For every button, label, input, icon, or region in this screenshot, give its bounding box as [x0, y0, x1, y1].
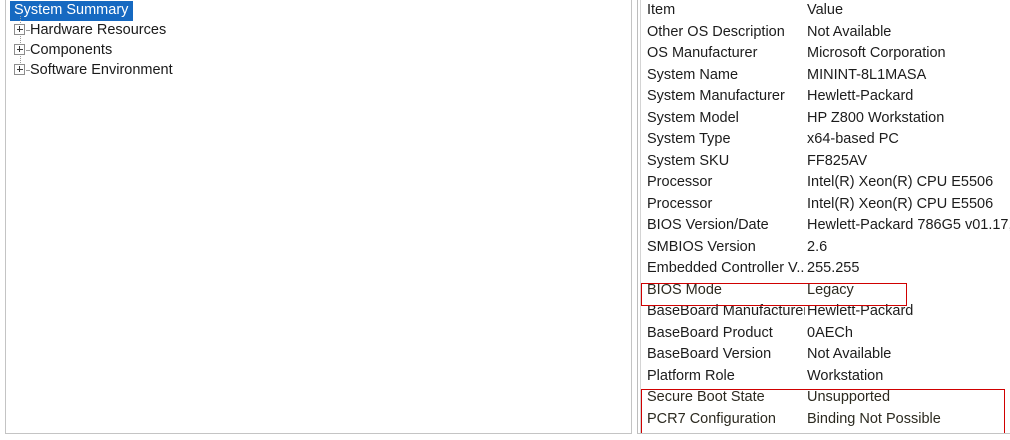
expander-wrap-software-environment: [14, 60, 30, 80]
details-row[interactable]: System Manufacturer Hewlett-Packard: [638, 86, 1010, 108]
details-row[interactable]: BaseBoard Product 0AECh: [638, 323, 1010, 345]
cell-value: Unsupported: [807, 389, 891, 405]
navigation-tree-pane[interactable]: System Summary Hardware Resources Compon…: [5, 0, 632, 434]
expander-wrap-components: [14, 40, 30, 60]
cell-value: Hewlett-Packard 786G5 v01.17, 8/: [807, 217, 1010, 233]
cell-item: System Model: [647, 109, 739, 126]
details-row[interactable]: PCR7 Configuration Binding Not Possible: [638, 409, 1010, 431]
cell-value: 2.6: [807, 238, 828, 255]
details-row[interactable]: Processor Intel(R) Xeon(R) CPU E5506: [638, 172, 1010, 194]
details-row[interactable]: Processor Intel(R) Xeon(R) CPU E5506: [638, 194, 1010, 216]
tree-item-components[interactable]: Components: [6, 40, 631, 60]
cell-value: Workstation: [807, 367, 884, 384]
cell-item: PCR7 Configuration: [647, 410, 776, 427]
details-row[interactable]: BaseBoard Version Not Available: [638, 344, 1010, 366]
cell-value: 255.255: [807, 260, 860, 276]
cell-value: Intel(R) Xeon(R) CPU E5506: [807, 174, 994, 190]
details-row[interactable]: System Name MININT-8L1MASA: [638, 65, 1010, 87]
cell-item: System Name: [647, 66, 739, 83]
cell-value: Hewlett-Packard: [807, 88, 914, 104]
tree-item-software-environment[interactable]: Software Environment: [6, 60, 631, 80]
cell-item: System Type: [647, 131, 731, 147]
plus-box-icon[interactable]: [14, 23, 25, 35]
details-row[interactable]: OS Manufacturer Microsoft Corporation: [638, 43, 1010, 65]
cell-item: BaseBoard Version: [647, 346, 772, 362]
cell-value: Intel(R) Xeon(R) CPU E5506: [807, 195, 994, 212]
details-row[interactable]: System Model HP Z800 Workstation: [638, 108, 1010, 130]
column-header-value: Value: [807, 2, 844, 18]
cell-value: HP Z800 Workstation: [807, 109, 945, 126]
cell-value: Hewlett-Packard: [807, 303, 914, 319]
tree-child-group: Hardware Resources Components Software E…: [6, 16, 631, 80]
cell-item: Other OS Description: [647, 23, 785, 40]
details-row[interactable]: BIOS Mode Legacy: [638, 280, 1010, 302]
plus-box-icon[interactable]: [14, 43, 25, 55]
cell-item: BIOS Version/Date: [647, 217, 769, 233]
tree-item-system-summary[interactable]: System Summary: [6, 0, 631, 21]
cell-item: Processor: [647, 195, 713, 212]
details-header-row[interactable]: Item Value: [638, 0, 1010, 22]
cell-value: MININT-8L1MASA: [807, 66, 927, 83]
plus-box-icon[interactable]: [14, 63, 25, 75]
cell-value: Microsoft Corporation: [807, 45, 946, 61]
cell-item: Processor: [647, 174, 713, 190]
cell-value: Not Available: [807, 346, 892, 362]
cell-value: Binding Not Possible: [807, 410, 941, 427]
tree-item-hardware-resources[interactable]: Hardware Resources: [6, 20, 631, 40]
cell-value: FF825AV: [807, 152, 868, 169]
cell-item: BaseBoard Manufacturer: [647, 303, 805, 319]
cell-item: Secure Boot State: [647, 389, 765, 405]
details-row[interactable]: Embedded Controller V...255.255: [638, 258, 1010, 280]
cell-value: Legacy: [807, 281, 854, 298]
tree-item-hardware-resources-label: Hardware Resources: [30, 22, 167, 39]
cell-item: OS Manufacturer: [647, 45, 758, 61]
cell-item: BIOS Mode: [647, 281, 722, 298]
details-row[interactable]: Secure Boot State Unsupported: [638, 387, 1010, 409]
tree-item-software-environment-label: Software Environment: [30, 62, 173, 79]
details-row[interactable]: System Type x64-based PC: [638, 129, 1010, 151]
cell-item: SMBIOS Version: [647, 238, 756, 255]
details-row[interactable]: SMBIOS Version 2.6: [638, 237, 1010, 259]
cell-value: Not Available: [807, 23, 892, 40]
cell-item: Embedded Controller V...: [647, 260, 805, 276]
cell-item: Platform Role: [647, 367, 735, 384]
details-row[interactable]: System SKU FF825AV: [638, 151, 1010, 173]
details-row[interactable]: BIOS Version/Date Hewlett-Packard 786G5 v…: [638, 215, 1010, 237]
column-header-item: Item: [647, 2, 676, 18]
cell-item: BaseBoard Product: [647, 324, 773, 341]
details-row[interactable]: Platform Role Workstation: [638, 366, 1010, 388]
tree-item-system-summary-label: System Summary: [10, 1, 134, 21]
cell-item: System SKU: [647, 152, 730, 169]
cell-value: 0AECh: [807, 324, 853, 341]
cell-value: x64-based PC: [807, 131, 899, 147]
cell-item: System Manufacturer: [647, 88, 785, 104]
expander-wrap-hardware-resources: [14, 20, 30, 40]
details-row[interactable]: Other OS Description Not Available: [638, 22, 1010, 44]
tree-item-components-label: Components: [30, 42, 113, 59]
